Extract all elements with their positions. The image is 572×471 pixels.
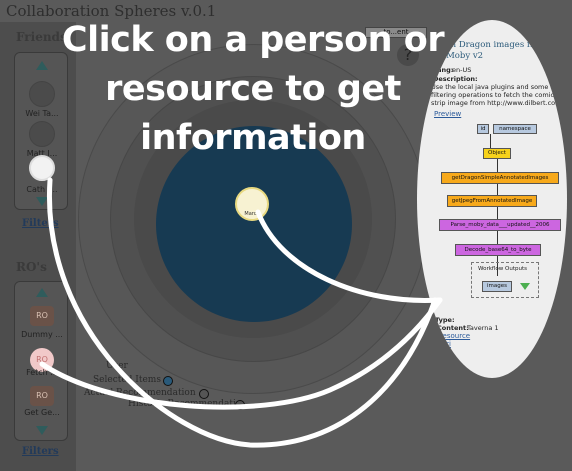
wf-arrow [497,256,498,276]
wf-output-triangle-icon [520,283,530,290]
banner-line-2: resource to get [105,69,401,109]
wf-arrow [497,231,498,244]
banner-line-1: Click on a person or [61,20,445,60]
banner-line-3: information [140,118,366,158]
ros-filters-link[interactable]: Filters [22,446,59,457]
curve-friend [47,177,438,448]
toolbar-small-button[interactable]: to...ent [365,27,427,38]
curve-ro [39,297,443,410]
ros-scroll-up-icon[interactable] [36,288,48,297]
friends-title: Friends [16,30,67,44]
info-uri-link[interactable]: Uri [441,340,451,348]
friends-panel: Wei Ta... Matt I... Cath J... [14,52,68,210]
friend-label[interactable]: Cath J... [26,185,58,194]
wf-step-4: Decode_base64_to_byte [455,244,541,256]
wf-arrow [497,184,498,195]
info-content-value: Taverna 1 [467,324,499,332]
wf-arrow [497,207,498,219]
wf-arrow [490,134,491,148]
info-panel: Fetch Dragon images from BioMoby v2 Lang… [417,20,567,378]
wf-outputs-title: Workflow Outputs [478,266,527,272]
wf-step-1: getDragonSimpleAnnotatedImages [441,172,559,184]
sidebar: Friends Wei Ta... Matt I... Cath J... Fi… [0,22,76,471]
info-lang-value: en-US [452,66,472,74]
info-title: Fetch Dragon images from BioMoby v2 [432,40,548,61]
friend-label[interactable]: Wei Ta... [25,109,59,118]
wf-step-2: getJpegFromAnnotatedImage [447,195,537,207]
wf-outputs-box: Workflow Outputs images [471,262,539,298]
ro-icon[interactable]: RO [30,306,54,326]
info-resource-link[interactable]: Resource [438,332,471,340]
wf-input-namespace: namespace [493,124,537,134]
center-user-label: Marco [244,211,260,217]
wf-object-node: Object [483,148,511,159]
friends-scroll-down-icon[interactable] [36,197,48,206]
info-content-label: Content: [437,324,469,332]
info-desc-value: Use the local java plugins and some filt… [431,83,562,107]
center-user-avatar[interactable] [235,187,269,221]
instruction-banner: Click on a person or resource to get inf… [60,16,446,163]
user-sphere [156,126,352,322]
wf-input-id: id [477,124,489,134]
ro-label[interactable]: Get Ge... [24,408,60,417]
friend-avatar[interactable] [29,121,55,147]
wf-output-images: images [482,281,512,292]
friend-label[interactable]: Matt I... [26,149,58,158]
wf-arrow [497,159,498,172]
ros-panel: RO Dummy ... RO Fetch ... RO Get Ge... [14,281,68,441]
info-desc-label: Description: [433,75,478,83]
ro-icon[interactable]: RO [30,386,54,406]
app-title: Collaboration Spheres v.0.1 [6,2,217,20]
legend-selected-dot-icon [163,376,173,386]
ro-label[interactable]: Dummy ... [21,330,63,339]
friend-avatar[interactable] [29,81,55,107]
curve-center [255,209,443,303]
legend-actual-dot-icon [199,389,209,399]
info-type-label: Type: [435,316,455,324]
info-lang-label: Lang: [433,66,454,74]
help-icon[interactable]: ? [397,44,419,66]
friends-filters-link[interactable]: Filters [22,218,59,229]
friend-avatar-highlighted[interactable] [29,155,55,181]
info-preview-link[interactable]: Preview [434,110,462,118]
ro-label[interactable]: Fetch ... [26,368,58,377]
ros-scroll-down-icon[interactable] [36,426,48,435]
wf-step-3: Parse_moby_data___updated__2006 [439,219,561,231]
friends-scroll-up-icon[interactable] [36,61,48,70]
ros-title: RO's [16,260,47,274]
